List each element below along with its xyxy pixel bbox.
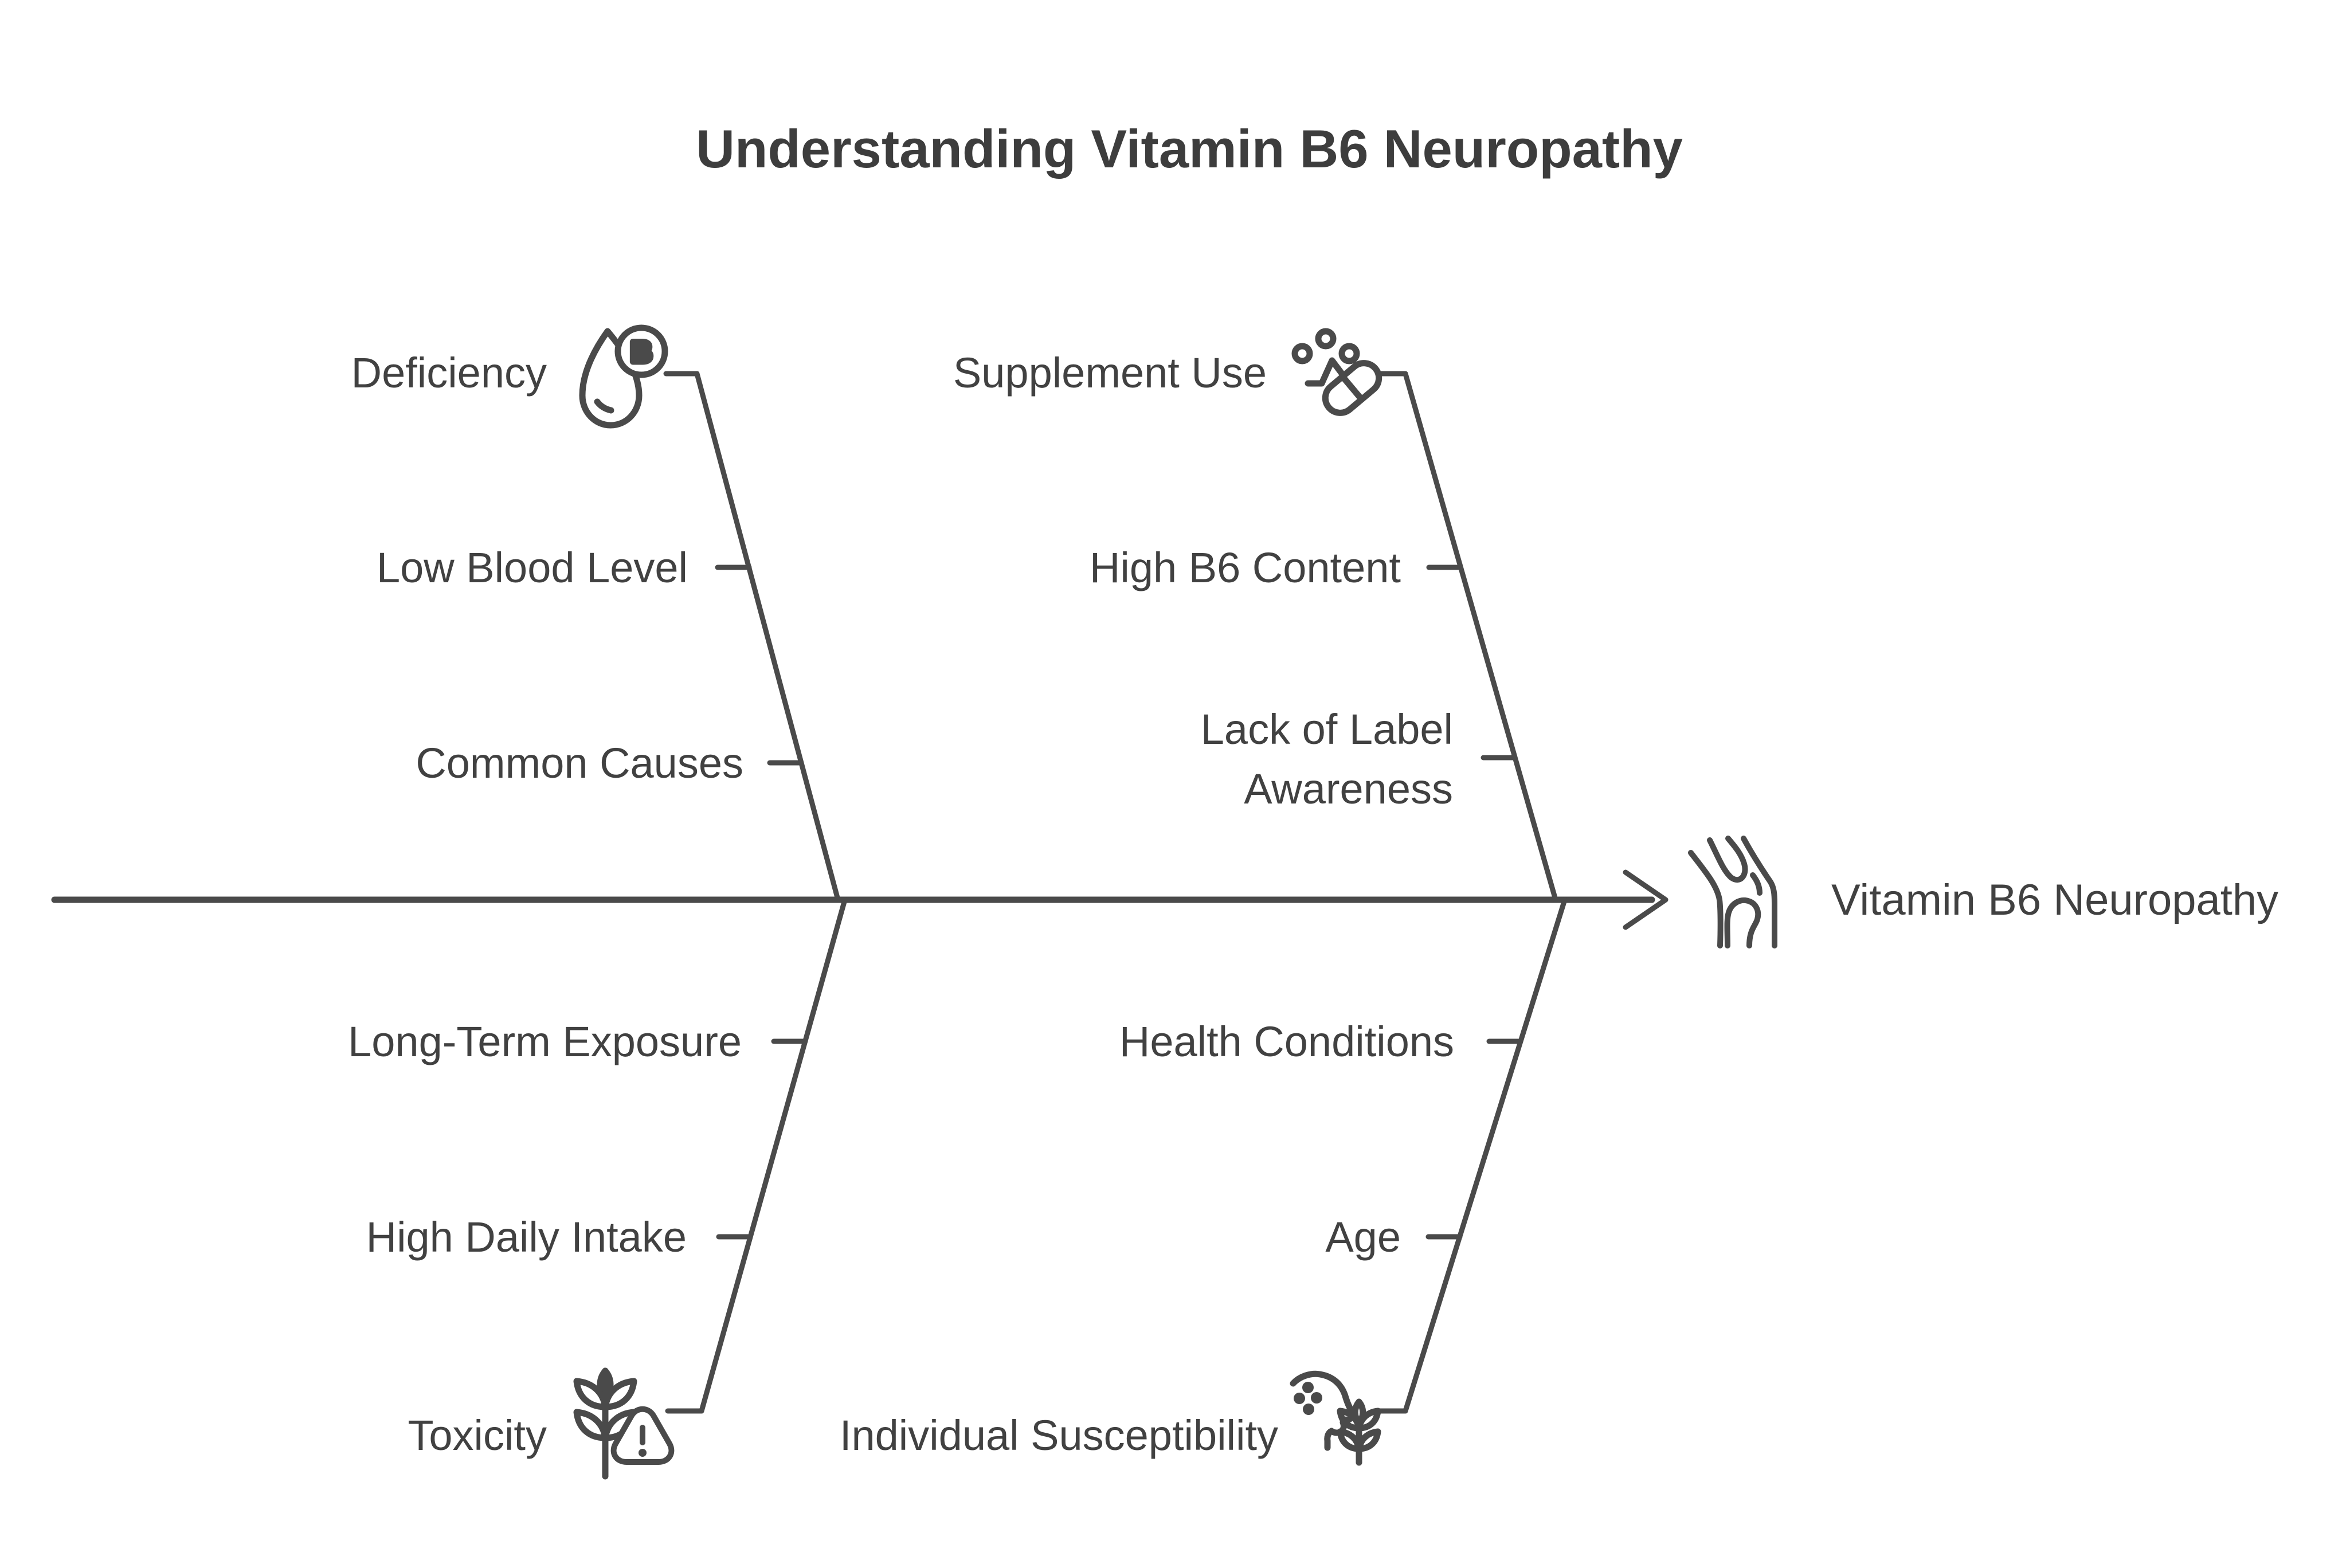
branch-label-supplement-use: Supplement Use	[953, 349, 1267, 397]
branch-line	[665, 897, 848, 1414]
item-label-high-daily-intake: High Daily Intake	[366, 1213, 687, 1261]
branch-supplement-use: Supplement Use High B6 Content Lack of L…	[953, 328, 1558, 903]
branch-line	[1373, 371, 1558, 903]
vitamin-b-letter: B	[631, 336, 652, 368]
branch-label-individual-susceptibility: Individual Susceptibility	[840, 1412, 1278, 1459]
branch-line	[1376, 897, 1568, 1414]
wheat-warning-icon	[573, 1367, 675, 1480]
item-label-age: Age	[1325, 1213, 1401, 1261]
pills-icon	[1291, 328, 1382, 416]
branch-deficiency: Deficiency B Low Blood Level Common Caus…	[351, 324, 841, 903]
arrowhead-icon	[1623, 869, 1668, 930]
item-label-long-term-exposure: Long-Term Exposure	[348, 1018, 742, 1065]
head-allergy-icon	[1290, 1370, 1381, 1466]
item-label-common-causes: Common Causes	[416, 739, 743, 787]
spine	[51, 869, 1668, 930]
item-label-health-conditions: Health Conditions	[1119, 1018, 1454, 1065]
effect: Vitamin B6 Neuropathy	[1688, 836, 2278, 948]
branch-label-toxicity: Toxicity	[408, 1412, 547, 1459]
branch-individual-susceptibility: Health Conditions Age Individual Suscept…	[840, 897, 1568, 1466]
item-label-high-b6-content: High B6 Content	[1090, 544, 1401, 591]
branch-line	[663, 371, 841, 903]
branch-label-deficiency: Deficiency	[351, 349, 547, 397]
effect-label: Vitamin B6 Neuropathy	[1831, 876, 2278, 924]
vitamin-b-droplet-icon: B	[579, 324, 668, 429]
branch-toxicity: Long-Term Exposure High Daily Intake Tox…	[348, 897, 848, 1480]
item-label-lack-of-label: Lack of Label	[1201, 705, 1453, 753]
item-label-low-blood-level: Low Blood Level	[377, 544, 688, 591]
item-label-awareness: Awareness	[1244, 765, 1453, 813]
page-title: Understanding Vitamin B6 Neuropathy	[696, 119, 1683, 179]
nerve-icon	[1688, 836, 1777, 948]
